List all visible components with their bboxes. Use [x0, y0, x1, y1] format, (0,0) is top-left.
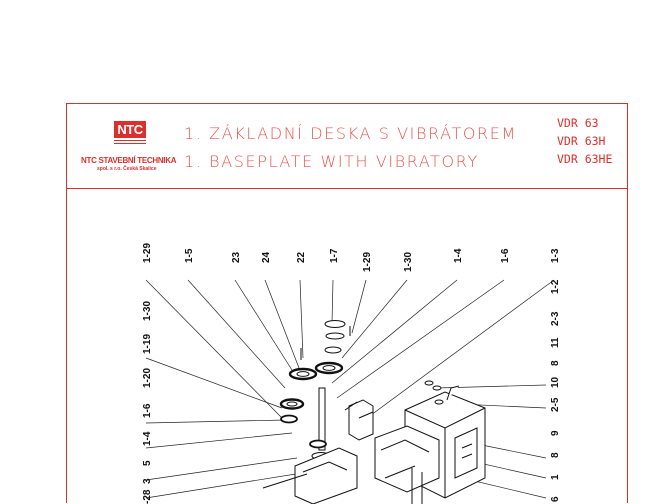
- model-item: VDR 63HE: [557, 150, 612, 168]
- title-block: NTC NTC STAVEBNÍ TECHNIKA spol. s r.o. Č…: [67, 104, 627, 189]
- callout-label: 1-5: [184, 248, 195, 263]
- callout-label: 1-4: [453, 248, 464, 263]
- callout-label: 9: [550, 430, 561, 436]
- model-list: VDR 63 VDR 63H VDR 63HE: [557, 114, 612, 168]
- title-czech: 1. ZÁKLADNÍ DESKA S VIBRÁTOREM: [184, 124, 517, 143]
- callout-label: 23: [231, 251, 242, 263]
- callout-label: 1-6: [142, 403, 153, 418]
- callout-label: 1: [550, 474, 561, 480]
- callout-label: 1-7: [329, 248, 340, 263]
- callout-label: 1-6: [500, 248, 511, 263]
- callout-label: 1-19: [142, 334, 153, 354]
- callout-label: -28: [142, 489, 153, 504]
- logo-underline: [114, 140, 146, 144]
- callout-label: 24: [261, 251, 272, 263]
- callout-label: 2-3: [550, 311, 561, 326]
- callout-label: 8: [550, 452, 561, 458]
- drawing-sheet: NTC NTC STAVEBNÍ TECHNIKA spol. s r.o. Č…: [66, 103, 628, 503]
- company-subtitle: spol. s r.o. Česká Skalice: [97, 166, 156, 172]
- ntc-logo: NTC: [114, 121, 146, 138]
- callout-label: 2-5: [550, 397, 561, 412]
- callout-label: 8: [550, 360, 561, 366]
- callout-label: 10: [550, 376, 561, 388]
- exploded-parts-drawing: 1-29 1-5 23 24 22 1-7 1-29 1-30 1-4 1-6 …: [67, 188, 627, 504]
- model-item: VDR 63H: [557, 132, 612, 150]
- callout-label: 1-30: [403, 252, 414, 272]
- callout-label: 1-29: [142, 243, 153, 263]
- callout-label: 1-29: [362, 252, 373, 272]
- callout-label: 1-20: [142, 368, 153, 388]
- callout-label: 5: [142, 460, 153, 466]
- title-english: 1. BASEPLATE WITH VIBRATORY: [184, 152, 479, 171]
- callout-label: 22: [296, 251, 307, 263]
- callout-labels-left: 1-30 1-19 1-20 1-6 1-4 5 3 -28: [142, 301, 153, 504]
- callout-label: 1-3: [550, 248, 561, 263]
- company-name: NTC STAVEBNÍ TECHNIKA: [81, 156, 191, 165]
- callout-labels-right: 1-2 2-3 11 8 10 2-5 9 8 1 6: [550, 279, 561, 502]
- callout-label: 1-2: [550, 279, 561, 294]
- callout-label: 1-4: [142, 431, 153, 446]
- model-item: VDR 63: [557, 114, 612, 132]
- callout-label: 11: [550, 337, 561, 348]
- callout-label: 6: [550, 496, 561, 502]
- callout-label: 1-30: [142, 301, 153, 321]
- callout-labels-top: 1-29 1-5 23 24 22 1-7 1-29 1-30 1-4 1-6 …: [142, 243, 561, 272]
- callout-label: 3: [142, 478, 153, 484]
